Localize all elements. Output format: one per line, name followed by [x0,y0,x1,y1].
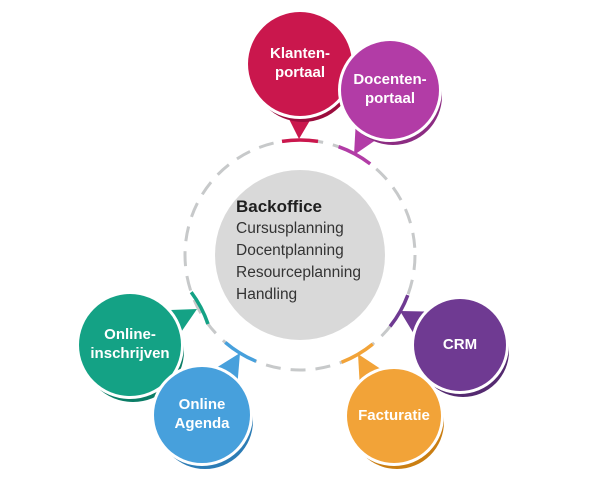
bubble-label: Klanten- portaal [270,45,330,81]
bubble-crm: CRM [414,299,509,397]
tail-crm [400,311,425,333]
bubble-facturatie: Facturatie [347,369,444,469]
bubble-label: Docenten- portaal [353,71,427,107]
bubble-face: CRM [414,299,506,391]
tail-online-inschrijven [170,309,197,332]
backoffice-title: Backoffice [236,197,322,216]
ring-segment-crm [388,294,410,328]
backoffice-item: Cursusplanning [236,220,344,237]
dashed-ring [183,138,417,372]
tail-facturatie [358,354,380,381]
bubble-label: Online- inschrijven [90,326,170,362]
backoffice-item: Handling [236,286,298,303]
bubble-klantenportaal: Klanten- portaal [248,12,355,122]
backoffice-circle [215,170,385,340]
ring-segment-online-agenda [224,341,257,363]
bubble-face: Docenten- portaal [341,41,439,139]
bubble-face: Online Agenda [154,367,250,463]
ring-segment-facturatie [340,342,374,364]
bubble-online-agenda: Online Agenda [154,367,253,469]
tail-docentenportaal [354,128,377,155]
tail-klantenportaal [288,117,312,139]
backoffice-item: Docentplanning [236,242,344,259]
bubble-face: Online- inschrijven [79,294,181,396]
backoffice-panel: Backoffice Cursusplanning Docentplanning… [236,196,386,306]
ring-segment-online-inschrijven [189,291,210,325]
tail-online-agenda [217,353,240,380]
backoffice-item: Resourceplanning [236,264,361,281]
bubble-face: Klanten- portaal [248,12,352,116]
bubble-label: Facturatie [358,406,430,424]
bubble-label: Online Agenda [174,396,230,432]
bubble-online-inschrijven: Online- inschrijven [79,294,184,402]
bubble-docentenportaal: Docenten- portaal [341,41,442,145]
bubble-face: Facturatie [347,369,441,463]
ring-segment-klantenportaal [281,138,319,144]
bubble-label: CRM [442,335,478,353]
